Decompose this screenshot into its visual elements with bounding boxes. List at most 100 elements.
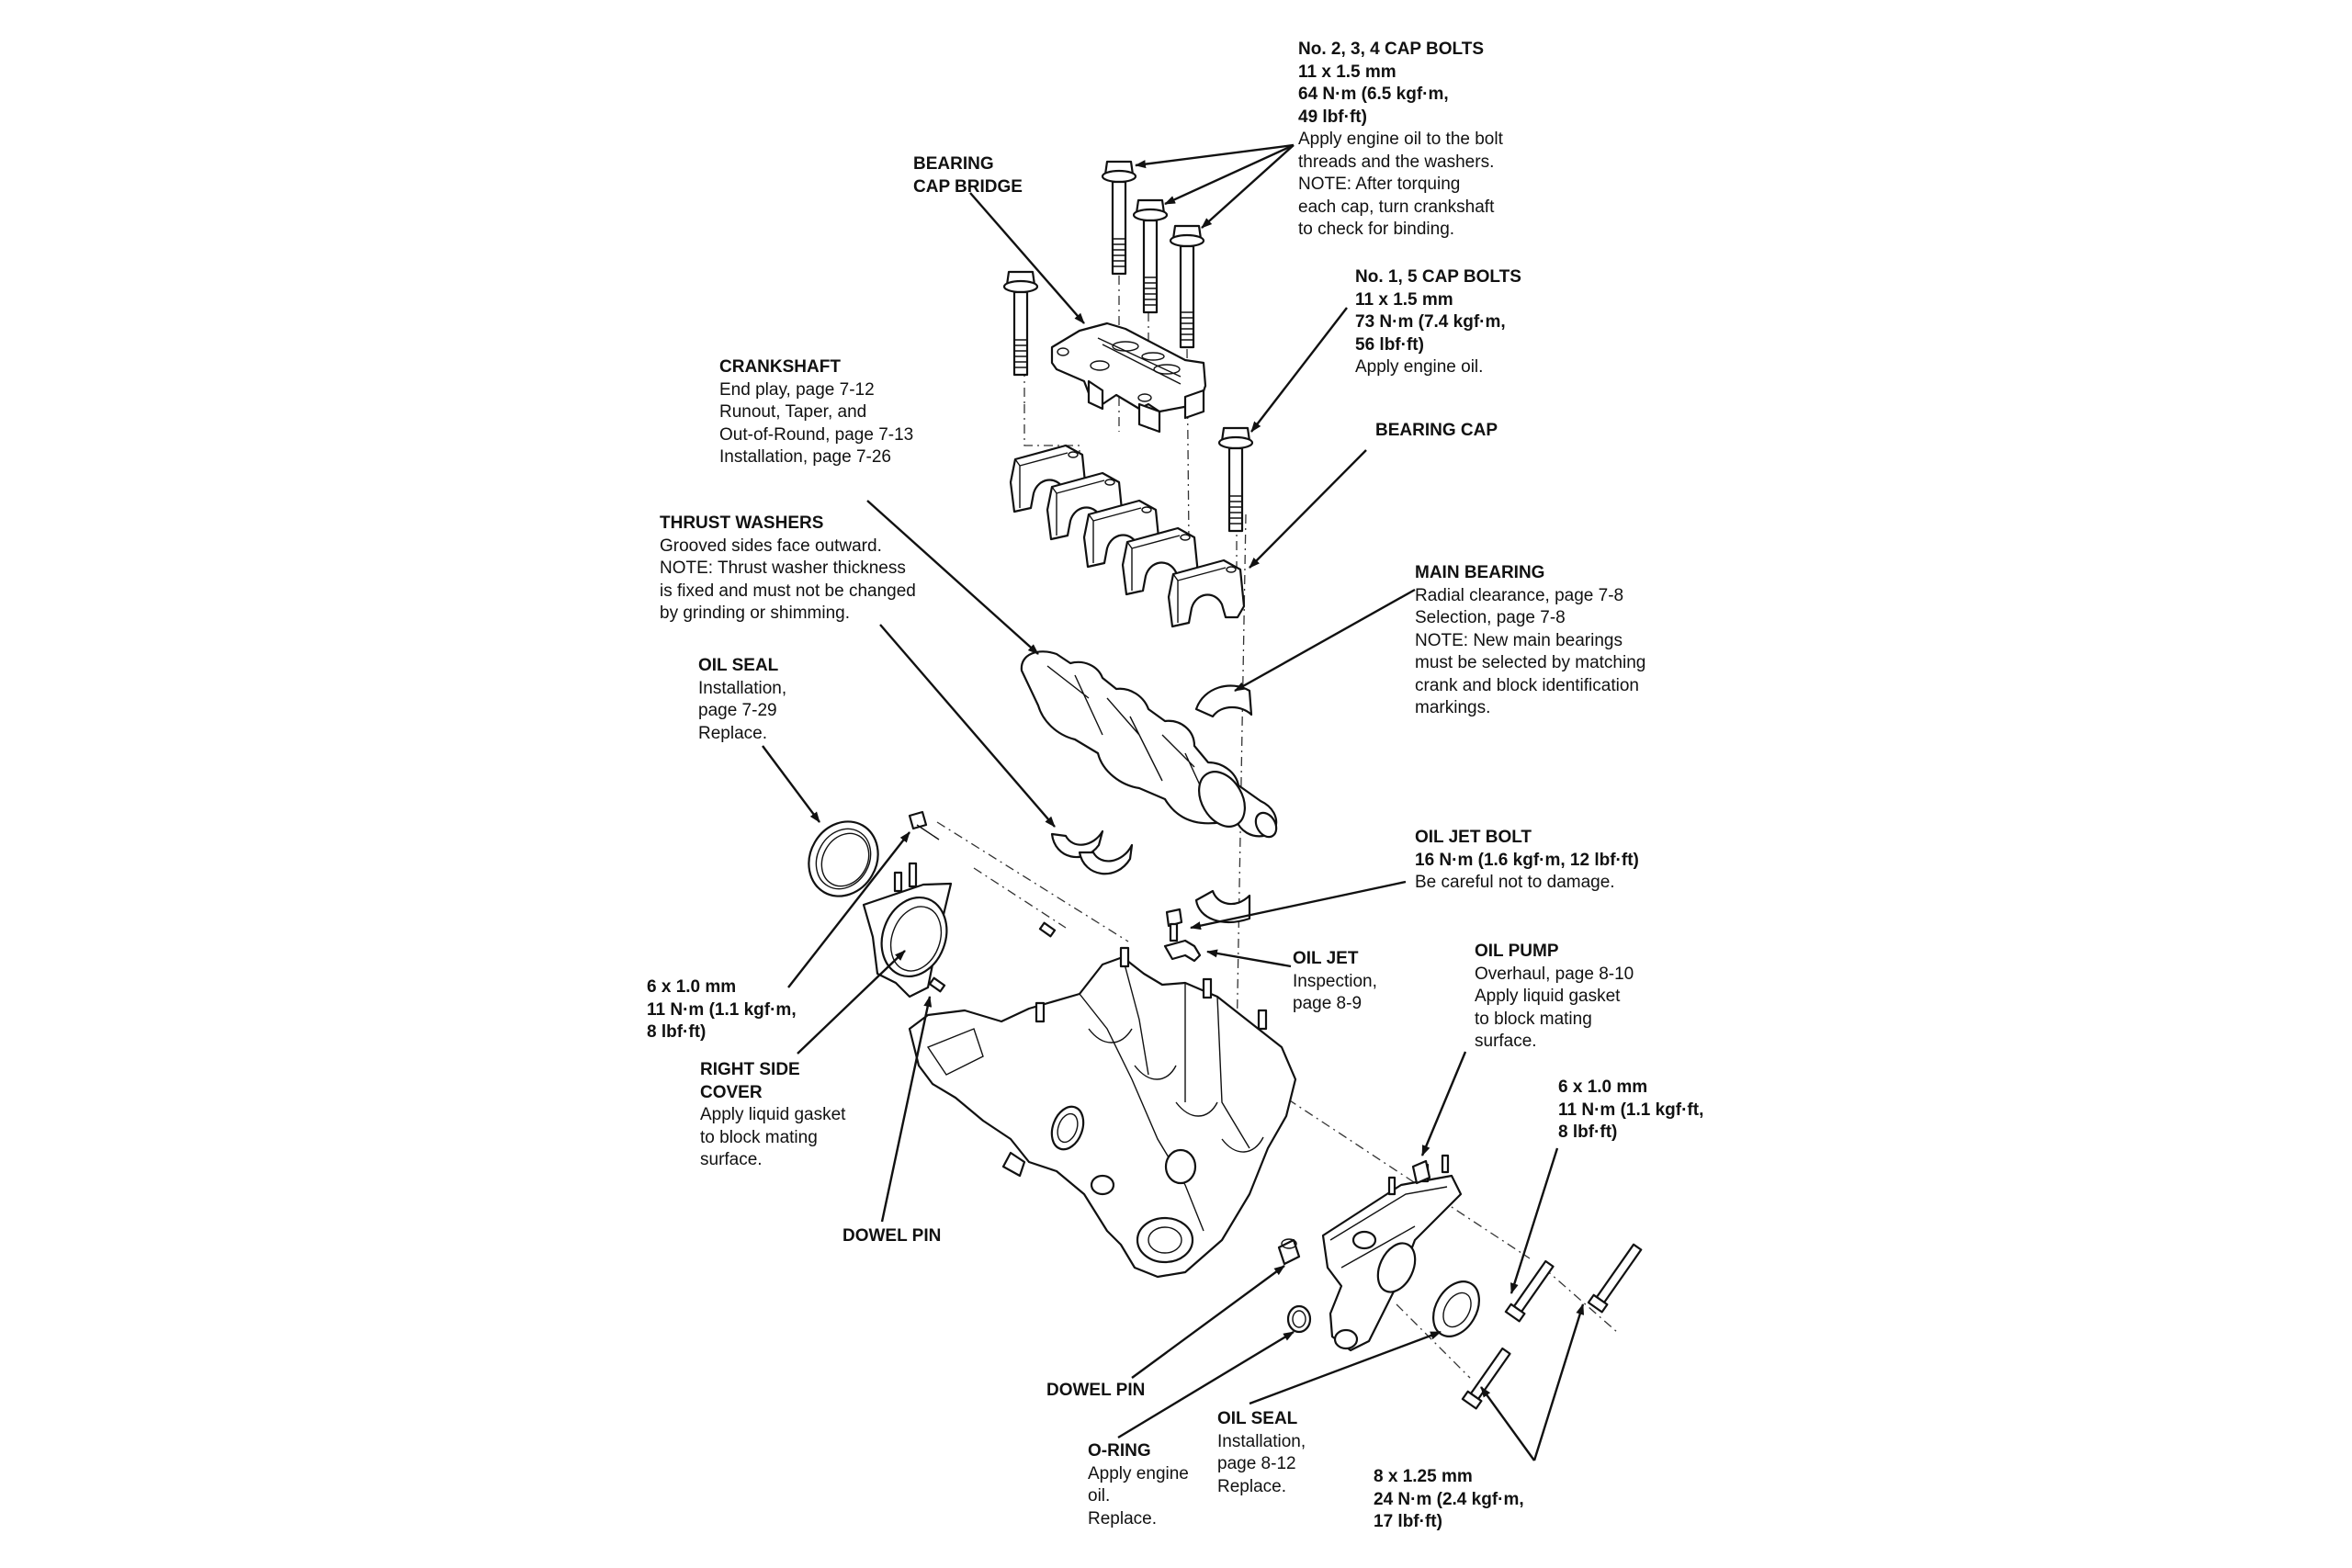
- callout-note: markings.: [1415, 698, 1491, 717]
- callout-title: OIL SEAL: [1217, 1409, 1298, 1428]
- callout-spec: 8 lbf·ft): [647, 1022, 707, 1042]
- o-ring-part: [1286, 1304, 1312, 1334]
- callout-note: Replace.: [1088, 1508, 1157, 1529]
- crankshaft: [1020, 650, 1278, 839]
- callout-bearing-cap-bridge: BEARING CAP BRIDGE: [913, 153, 1023, 198]
- bearing-cap-bridge: [1050, 321, 1207, 434]
- callout-o-ring: O-RING Apply engine oil. Replace.: [1088, 1440, 1189, 1530]
- callout-title: RIGHT SIDE: [700, 1060, 800, 1079]
- callout-note: NOTE: After torquing: [1298, 175, 1461, 194]
- callout-oil-pump: OIL PUMP Overhaul, page 8-10 Apply liqui…: [1475, 941, 1634, 1054]
- callout-oil-jet: OIL JET Inspection, page 8-9: [1293, 948, 1377, 1016]
- callout-main-bearing: MAIN BEARING Radial clearance, page 7-8 …: [1415, 562, 1645, 720]
- callout-title: THRUST WASHERS: [660, 513, 824, 533]
- callout-note: End play, page 7-12: [719, 379, 875, 400]
- callout-spec: 11 N·m (1.1 kgf·m,: [647, 999, 797, 1020]
- callout-oil-seal-rear: OIL SEAL Installation, page 7-29 Replace…: [698, 655, 786, 745]
- callout-note: page 8-9: [1293, 994, 1363, 1013]
- callout-title: BEARING: [913, 154, 994, 174]
- callout-note: Installation,: [1217, 1431, 1306, 1451]
- callout-note: Apply liquid gasket: [700, 1105, 846, 1124]
- callout-spec: 8 x 1.25 mm: [1374, 1467, 1473, 1486]
- callout-note: to block mating: [1475, 1009, 1592, 1029]
- callout-note: crank and block identification: [1415, 675, 1639, 695]
- oil-seal-rear: [808, 820, 879, 897]
- main-bearings: [1194, 684, 1253, 923]
- callout-note: must be selected by matching: [1415, 653, 1646, 672]
- callout-title: CRANKSHAFT: [719, 357, 841, 377]
- callout-note: is fixed and must not be changed: [660, 581, 916, 601]
- callout-note: each cap, turn crankshaft: [1298, 197, 1495, 217]
- callout-bolt-8x1-25: 8 x 1.25 mm 24 N·m (2.4 kgf·m, 17 lbf·ft…: [1374, 1466, 1524, 1534]
- callout-dowel-pin-left: DOWEL PIN: [842, 1225, 941, 1248]
- callout-note: Be careful not to damage.: [1415, 873, 1615, 892]
- oil-jet: [1163, 908, 1202, 963]
- callout-cap-bolts-2-3-4: No. 2, 3, 4 CAP BOLTS 11 x 1.5 mm 64 N·m…: [1298, 39, 1503, 242]
- callout-spec: 73 N·m (7.4 kgf·m,: [1355, 312, 1506, 332]
- callout-title: DOWEL PIN: [1046, 1381, 1146, 1400]
- callout-spec: 11 x 1.5 mm: [1298, 62, 1396, 82]
- callout-title: OIL PUMP: [1475, 942, 1559, 961]
- callout-spec: 17 lbf·ft): [1374, 1512, 1442, 1531]
- callout-spec: 8 lbf·ft): [1558, 1122, 1618, 1142]
- cap-bolts-2-3-4: [1101, 160, 1205, 349]
- callout-bearing-cap: BEARING CAP: [1375, 420, 1498, 443]
- callout-note: surface.: [1475, 1032, 1537, 1051]
- callout-title: BEARING CAP: [1375, 421, 1498, 440]
- callout-note: Radial clearance, page 7-8: [1415, 585, 1624, 605]
- oil-pump-bolts: [1461, 1243, 1643, 1410]
- callout-spec: 11 N·m (1.1 kgf·ft,: [1558, 1100, 1704, 1120]
- callout-spec: 64 N·m (6.5 kgf·m,: [1298, 85, 1449, 104]
- callout-title: DOWEL PIN: [842, 1226, 942, 1246]
- callout-oil-jet-bolt: OIL JET BOLT 16 N·m (1.6 kgf·m, 12 lbf·f…: [1415, 827, 1639, 895]
- callout-spec: 56 lbf·ft): [1355, 334, 1424, 355]
- callout-note: oil.: [1088, 1486, 1111, 1506]
- oil-seal-front: [1432, 1280, 1480, 1337]
- callout-title: CAP BRIDGE: [913, 176, 1023, 197]
- callout-note: Runout, Taper, and: [719, 402, 867, 422]
- callout-note: Replace.: [1217, 1476, 1286, 1496]
- callout-note: Apply engine: [1088, 1463, 1189, 1483]
- callout-bolt-6x1-left: 6 x 1.0 mm 11 N·m (1.1 kgf·m, 8 lbf·ft): [647, 976, 797, 1044]
- oil-pump: [1321, 1154, 1463, 1352]
- engine-block: [908, 946, 1297, 1279]
- callout-right-side-cover: RIGHT SIDE COVER Apply liquid gasket to …: [700, 1059, 845, 1172]
- callout-spec: 24 N·m (2.4 kgf·m,: [1374, 1489, 1524, 1509]
- callout-thrust-washers: THRUST WASHERS Grooved sides face outwar…: [660, 513, 916, 626]
- callout-title: MAIN BEARING: [1415, 563, 1545, 582]
- callout-note: surface.: [700, 1150, 763, 1169]
- callout-note: Apply liquid gasket: [1475, 987, 1621, 1006]
- callout-note: Installation, page 7-26: [719, 447, 891, 467]
- callout-note: Selection, page 7-8: [1415, 608, 1566, 627]
- bearing-caps: [1009, 444, 1246, 628]
- callout-cap-bolts-1-5: No. 1, 5 CAP BOLTS 11 x 1.5 mm 73 N·m (7…: [1355, 266, 1521, 379]
- callout-note: Inspection,: [1293, 971, 1377, 991]
- callout-oil-seal-front: OIL SEAL Installation, page 8-12 Replace…: [1217, 1408, 1306, 1498]
- callout-note: to block mating: [700, 1127, 818, 1147]
- callout-note: page 8-12: [1217, 1454, 1296, 1473]
- callout-note: Installation,: [698, 678, 787, 698]
- callout-spec: 6 x 1.0 mm: [647, 977, 737, 997]
- callout-note: Out-of-Round, page 7-13: [719, 424, 914, 445]
- callout-title: No. 1, 5 CAP BOLTS: [1355, 267, 1521, 287]
- callout-spec: 6 x 1.0 mm: [1558, 1077, 1648, 1097]
- callout-note: threads and the washers.: [1298, 152, 1495, 172]
- callout-note: Grooved sides face outward.: [660, 536, 882, 556]
- callout-bolt-6x1-right: 6 x 1.0 mm 11 N·m (1.1 kgf·ft, 8 lbf·ft): [1558, 1077, 1703, 1145]
- callout-dowel-pin-bottom: DOWEL PIN: [1046, 1380, 1145, 1403]
- callout-title: OIL SEAL: [698, 656, 779, 675]
- cap-bolts-1-5: [1002, 270, 1254, 533]
- callout-title: OIL JET BOLT: [1415, 828, 1532, 847]
- callout-note: by grinding or shimming.: [660, 604, 850, 623]
- callout-spec: 49 lbf·ft): [1298, 107, 1367, 127]
- callout-title: OIL JET: [1293, 949, 1359, 968]
- callout-note: Overhaul, page 8-10: [1475, 964, 1634, 984]
- callout-note: Replace.: [698, 723, 767, 743]
- callout-spec: 16 N·m (1.6 kgf·m, 12 lbf·ft): [1415, 850, 1639, 870]
- callout-note: Apply engine oil to the bolt: [1298, 130, 1503, 149]
- callout-spec: 11 x 1.5 mm: [1355, 289, 1453, 310]
- right-side-cover: [862, 810, 1057, 998]
- dowel-pin-bottom-part: [1277, 1238, 1301, 1266]
- callout-note: to check for binding.: [1298, 220, 1455, 239]
